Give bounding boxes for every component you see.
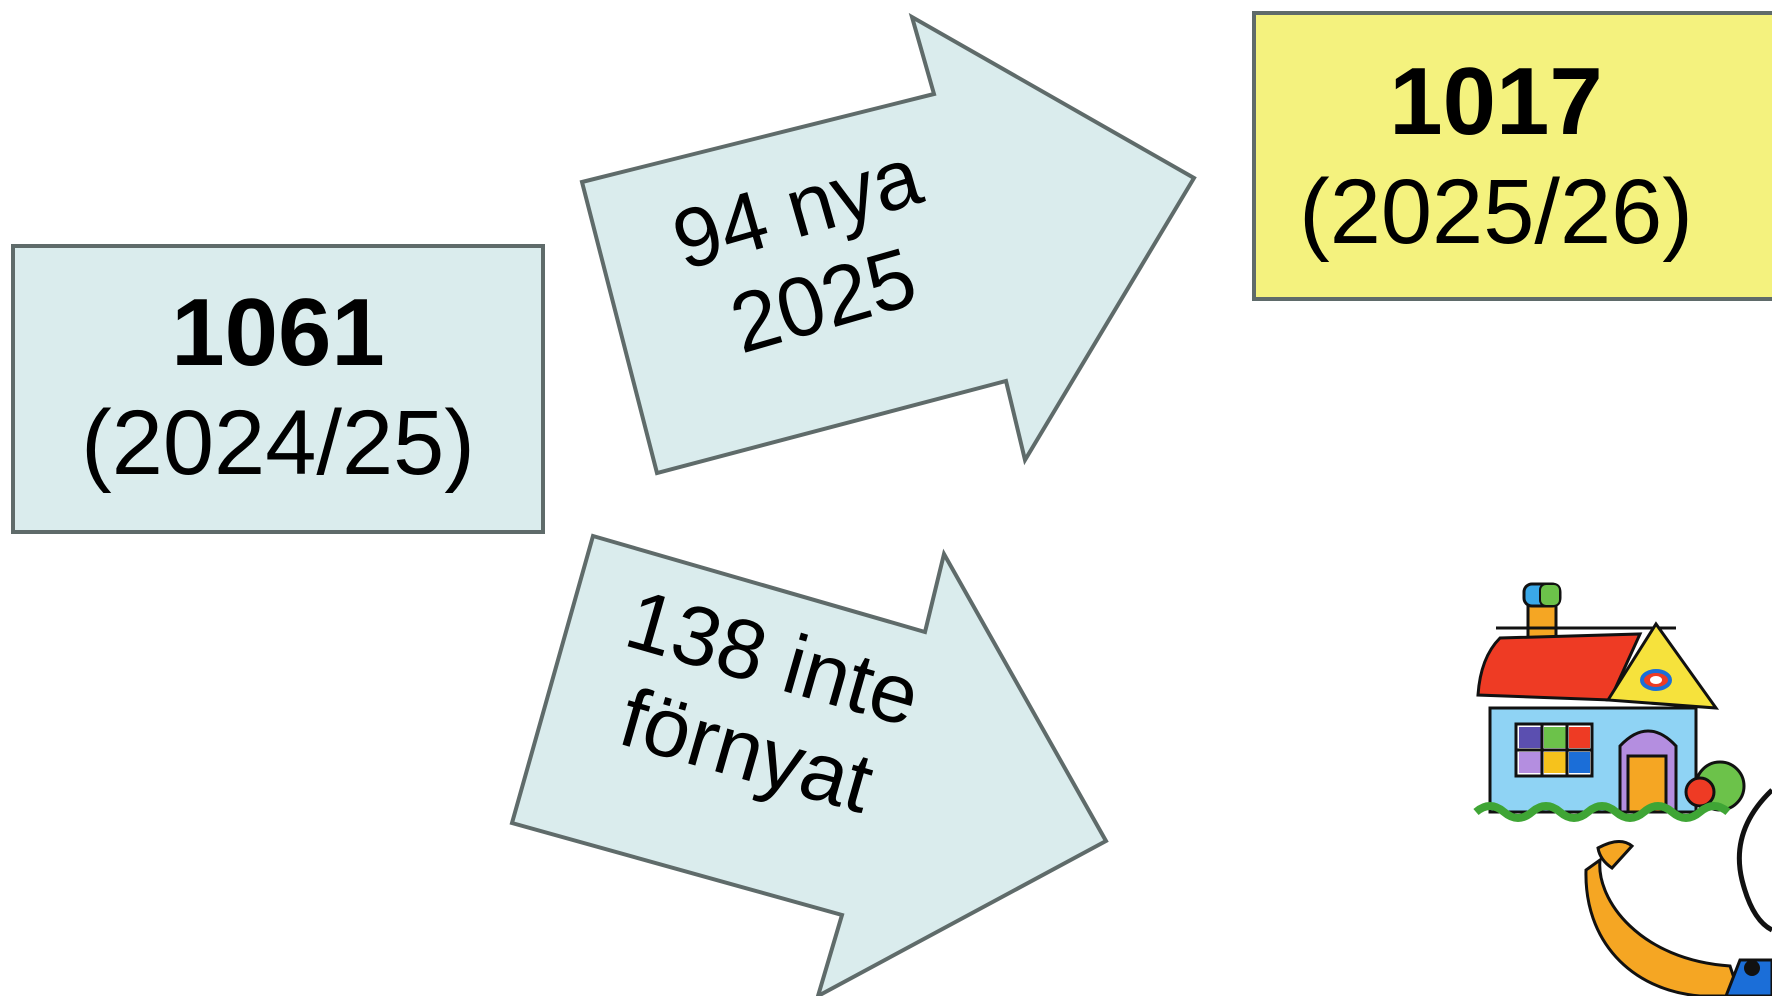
end-count-period: (2025/26) [1299,161,1693,263]
end-count-box: 1017 (2025/26) [1252,11,1772,301]
roof-icon [1476,632,1643,702]
start-count-box: 1061 (2024/25) [11,244,545,534]
start-count-period: (2024/25) [81,392,475,494]
start-count-value: 1061 [171,279,385,386]
grass-icon [1473,802,1731,822]
arrow-new [579,12,1197,476]
house-illustration [1473,582,1772,996]
arrow-not-renewed [509,533,1109,996]
end-count-value: 1017 [1389,48,1603,155]
hand-icon [1596,840,1635,870]
